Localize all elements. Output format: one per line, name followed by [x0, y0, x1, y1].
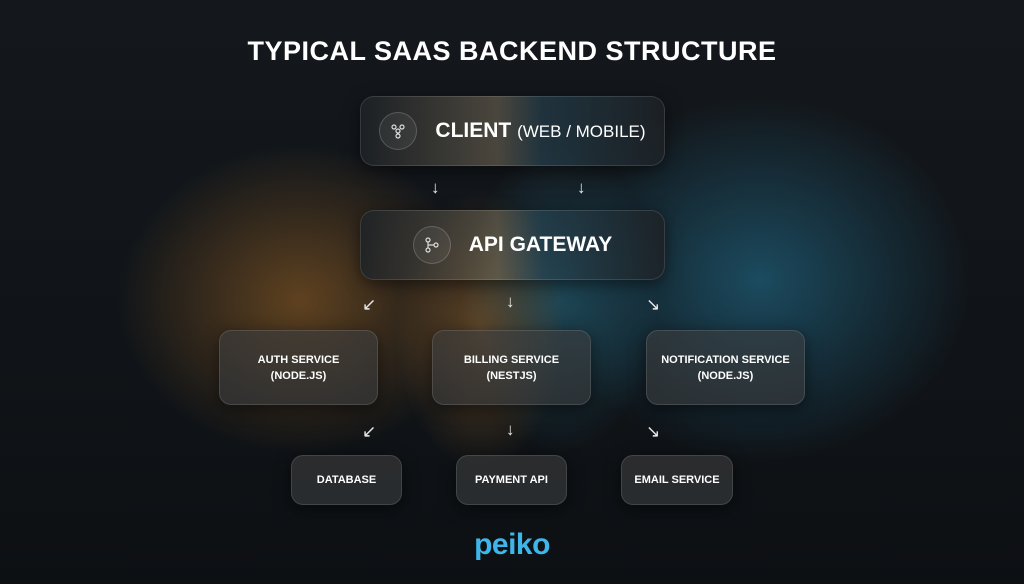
peiko-logo: peiko [474, 528, 550, 561]
users-icon [379, 112, 418, 150]
diagram-title: TYPICAL SAAS BACKEND STRUCTURE [247, 36, 777, 66]
service-tech: (NODE.JS) [270, 369, 327, 382]
client-node: CLIENT (WEB / MOBILE) [360, 96, 665, 166]
email-service-node: EMAIL SERVICE [621, 455, 733, 505]
service-tech: (NODE.JS) [697, 369, 754, 382]
arrow-down-left: ↙ [362, 295, 377, 314]
service-tech: (NESTJS) [486, 369, 537, 382]
service-name: BILLING SERVICE [463, 353, 560, 366]
branch-icon [412, 226, 451, 264]
client-sub: (WEB / MOBILE) [517, 122, 646, 141]
client-label: CLIENT [435, 119, 512, 142]
target-label: EMAIL SERVICE [634, 474, 720, 486]
gateway-label: API GATEWAY [468, 233, 613, 256]
database-node: DATABASE [291, 455, 402, 505]
payment-api-node: PAYMENT API [456, 455, 567, 505]
notification-service-node: NOTIFICATION SERVICE (NODE.JS) [646, 330, 805, 405]
arrow-down: ↓ [431, 178, 440, 197]
service-name: NOTIFICATION SERVICE [661, 353, 790, 366]
auth-service-node: AUTH SERVICE (NODE.JS) [219, 330, 378, 405]
arrow-down-left: ↙ [362, 422, 377, 441]
arrow-down-right: ↘ [646, 422, 661, 441]
arrow-down-right: ↘ [646, 295, 661, 314]
billing-service-node: BILLING SERVICE (NESTJS) [432, 330, 591, 405]
target-label: DATABASE [316, 474, 377, 486]
arrow-down: ↓ [506, 292, 515, 311]
api-gateway-node: API GATEWAY [360, 210, 665, 280]
service-name: AUTH SERVICE [257, 353, 340, 366]
arrow-down: ↓ [506, 420, 515, 439]
arrow-down: ↓ [577, 178, 586, 197]
target-label: PAYMENT API [475, 474, 548, 486]
